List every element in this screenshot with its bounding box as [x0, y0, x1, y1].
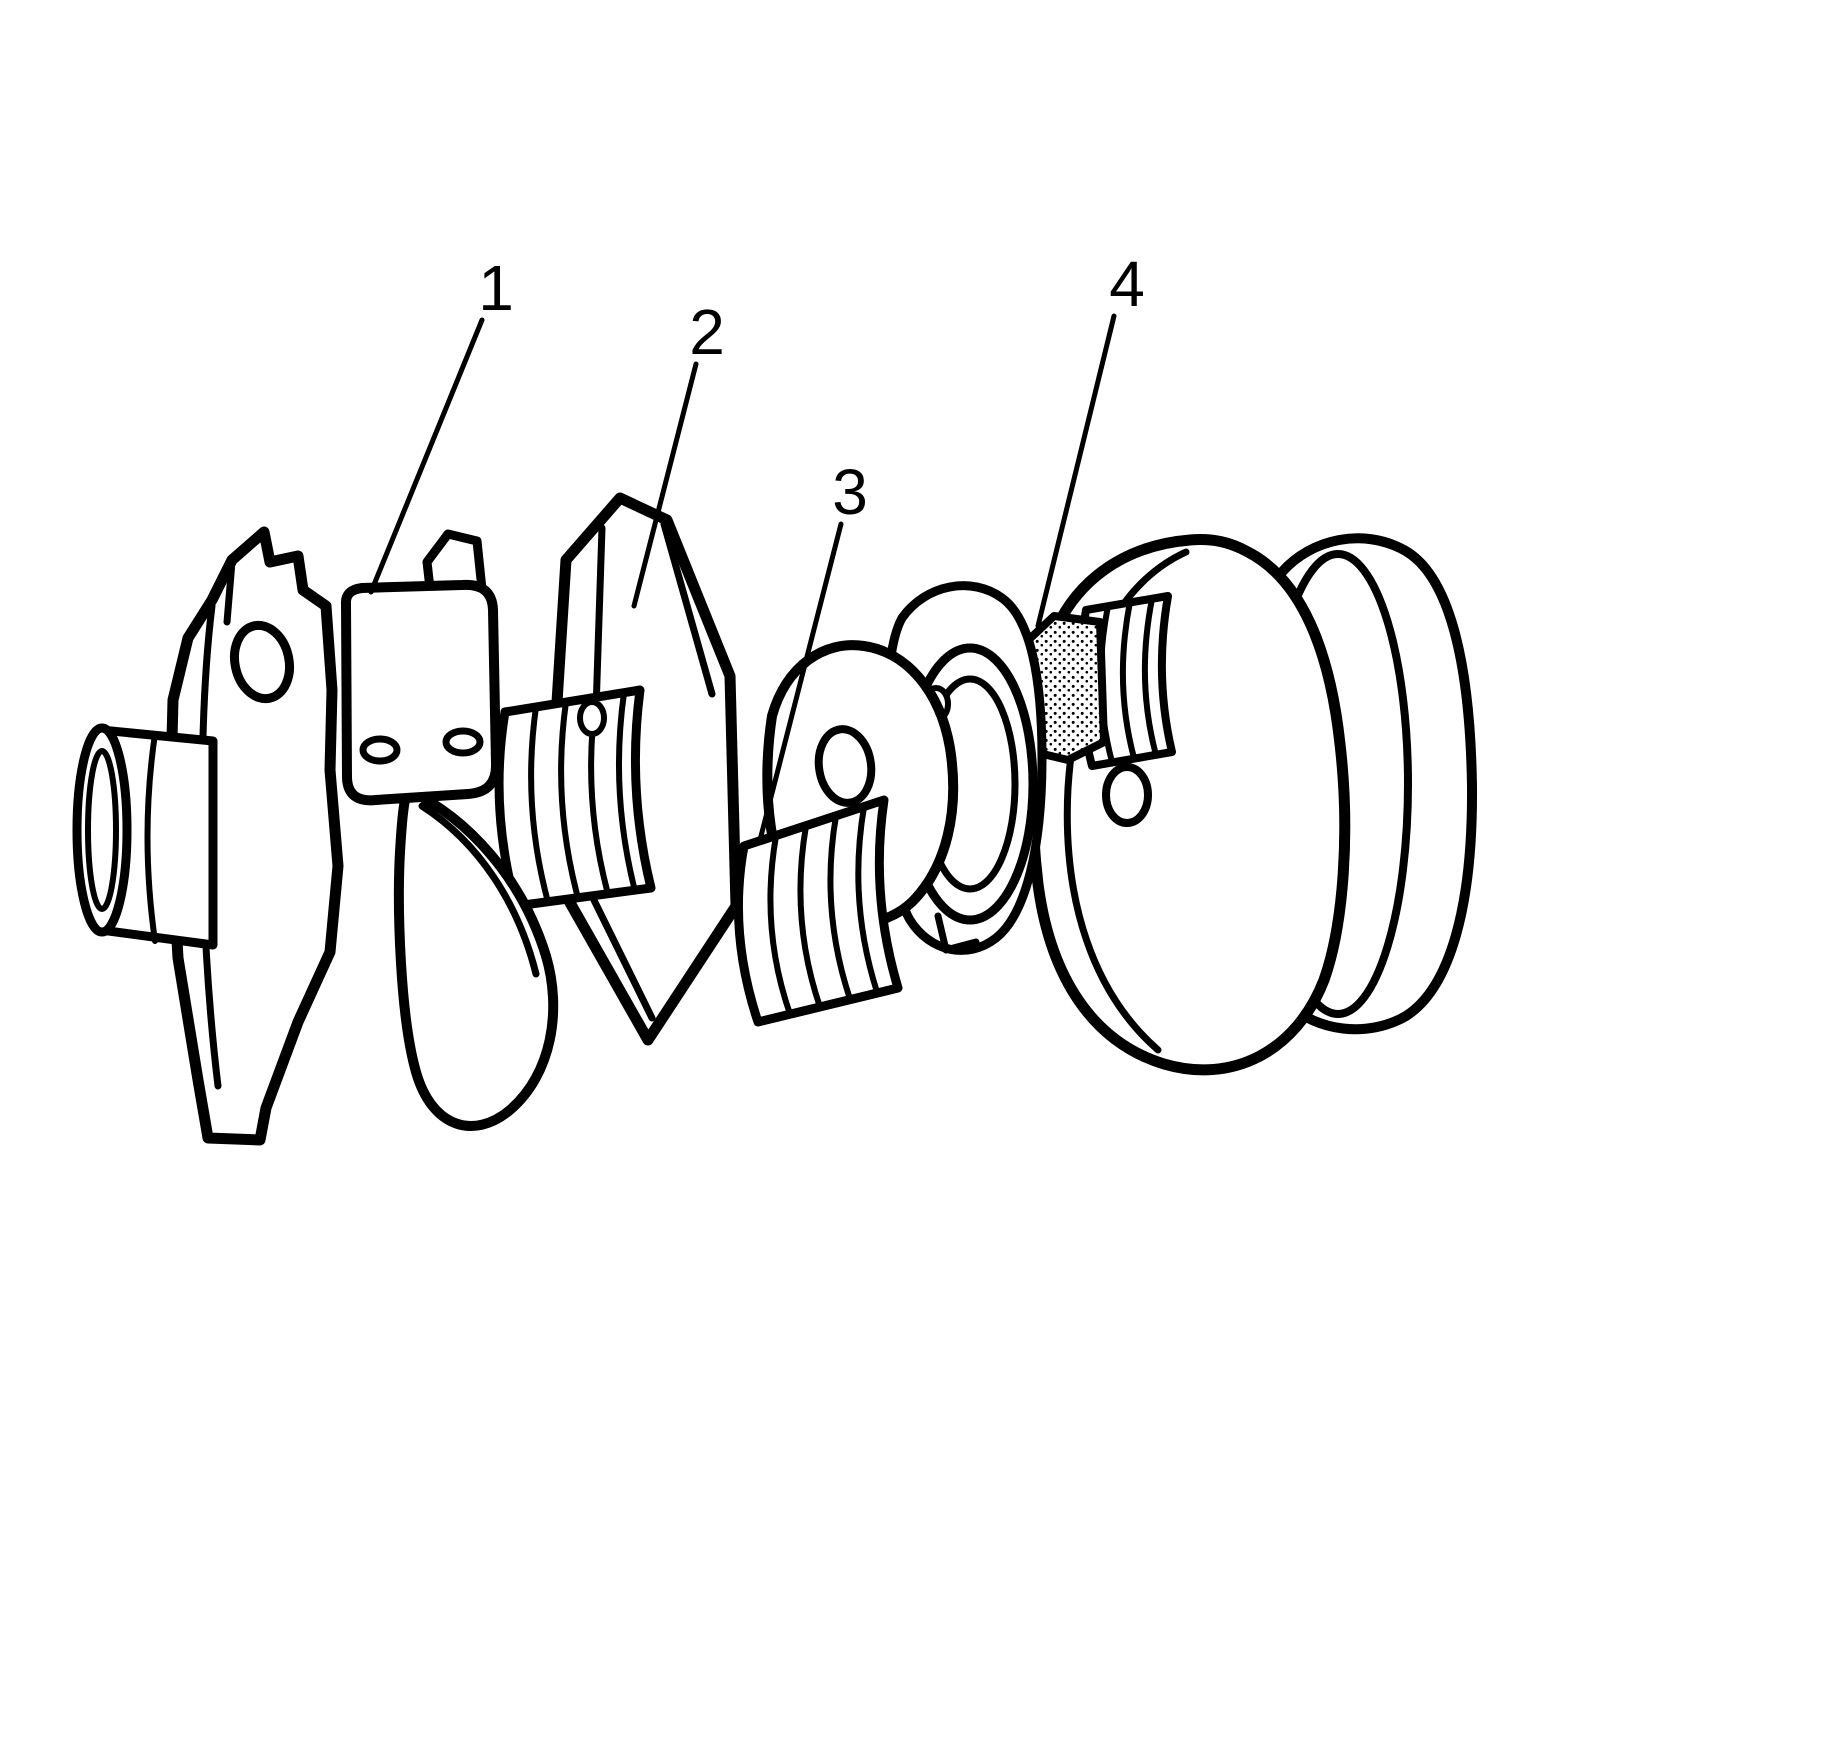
callout-2-label: 2 — [689, 296, 725, 368]
callout-leader-lines — [368, 313, 1117, 843]
callout-1-leader-line — [368, 317, 485, 595]
crescent-counterweight — [393, 785, 559, 1131]
front-main-journal — [494, 685, 656, 911]
flywheel-bolt-hole — [1102, 763, 1152, 827]
front-cheek-hole — [229, 620, 295, 704]
callout-labels: 1 2 3 4 — [478, 248, 1145, 528]
crankpin-journal — [733, 795, 903, 1027]
callout-4-label: 4 — [1109, 248, 1145, 320]
main-journal-block — [340, 579, 501, 806]
callout-2-leader-line — [631, 361, 699, 609]
block-oil-hole-right — [442, 727, 484, 757]
callout-1-label: 1 — [478, 252, 514, 324]
callout-3-leader-line — [757, 521, 844, 843]
cheek-lightening-hole — [814, 725, 876, 807]
crankshaft-snout — [72, 723, 218, 950]
callout-4-leader-line — [1035, 313, 1117, 629]
journal-oil-hole — [577, 699, 607, 737]
callout-3-label: 3 — [832, 456, 868, 528]
block-oil-hole-left — [359, 735, 401, 765]
